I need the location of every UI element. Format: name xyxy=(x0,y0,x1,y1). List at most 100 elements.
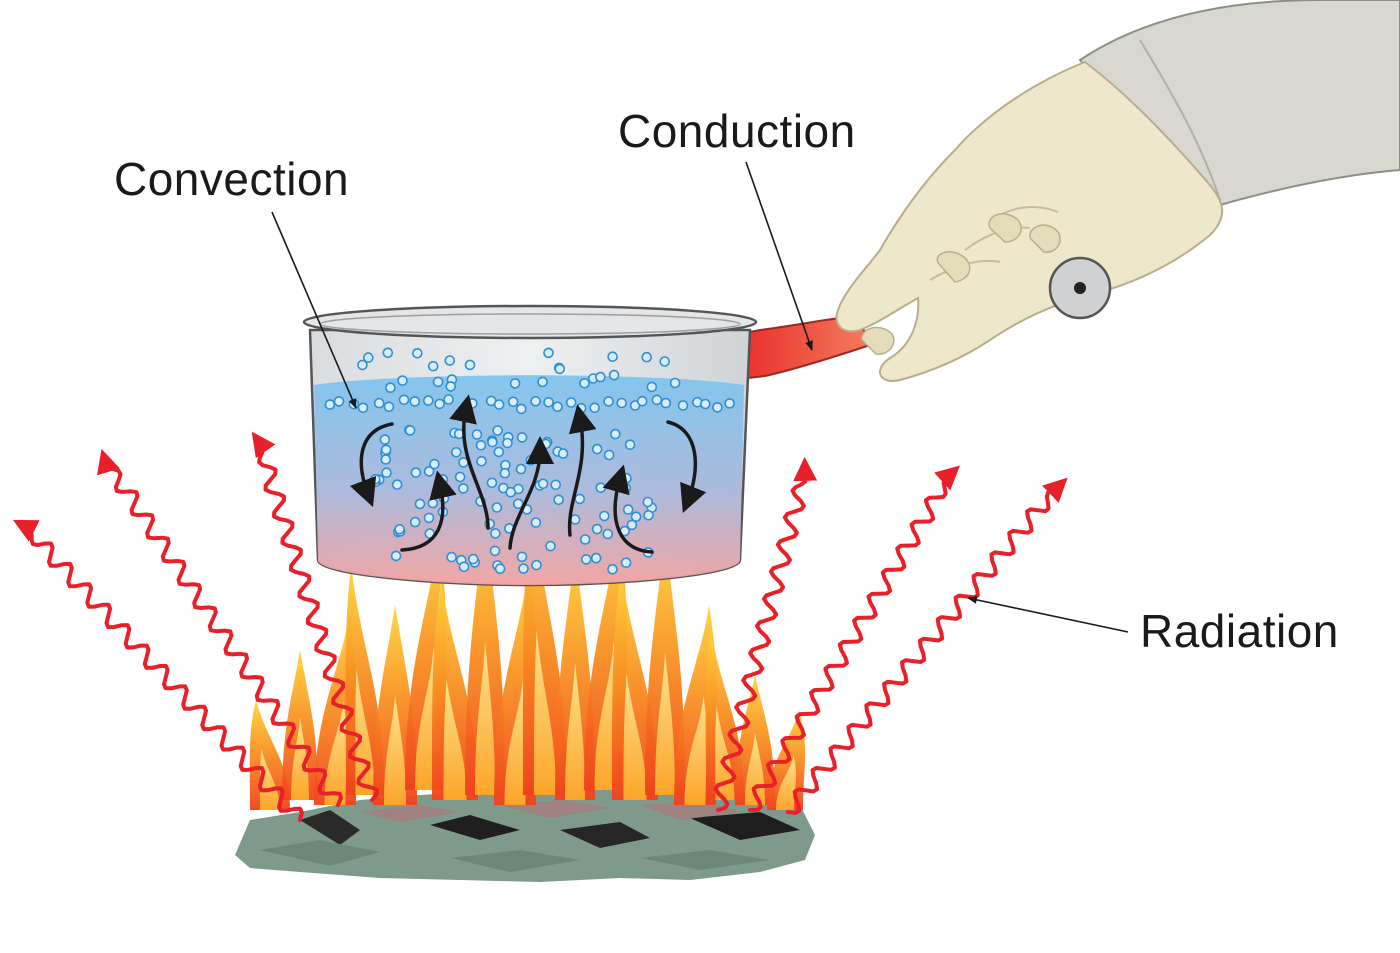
bubble xyxy=(590,552,602,564)
bubble xyxy=(509,378,521,389)
bubble xyxy=(540,438,552,450)
convection-arrow-icon xyxy=(349,422,394,508)
bubble xyxy=(432,376,444,388)
bubble xyxy=(494,563,506,575)
bubble xyxy=(646,381,658,393)
radiation-wave-icon xyxy=(96,448,343,807)
flame-core xyxy=(475,641,495,795)
bubble xyxy=(602,528,614,540)
bubble xyxy=(373,397,385,409)
bubble xyxy=(493,399,505,410)
bubble xyxy=(603,449,615,461)
bubble xyxy=(669,377,681,389)
radiation-leader xyxy=(967,595,1129,633)
conduction-label: Conduction xyxy=(618,105,856,157)
flame-core xyxy=(565,662,585,800)
radiation-wave-icon xyxy=(748,465,961,812)
bubble xyxy=(636,395,648,407)
bubble xyxy=(427,497,439,509)
bubble xyxy=(492,425,503,436)
radiation-waves xyxy=(12,431,1068,822)
bubble xyxy=(382,347,394,359)
bubble xyxy=(516,432,528,443)
bubble xyxy=(493,446,505,458)
convection-arrow-icon xyxy=(508,436,554,550)
bubble xyxy=(398,394,410,406)
bubble xyxy=(450,446,462,458)
bubble xyxy=(603,396,614,407)
bubble xyxy=(580,554,592,565)
flame-core xyxy=(259,749,280,810)
pot-rim xyxy=(302,304,758,340)
bubble xyxy=(724,398,735,409)
bubble xyxy=(598,510,610,522)
bubble xyxy=(712,402,723,413)
bubble xyxy=(489,545,501,557)
bubble xyxy=(620,482,632,494)
bubble xyxy=(467,398,478,409)
flame-core xyxy=(684,695,707,805)
bubble xyxy=(411,347,423,359)
flame-icon xyxy=(345,565,384,795)
bubble xyxy=(579,534,591,545)
bubble xyxy=(642,496,654,508)
saucepan xyxy=(302,304,872,587)
bubble xyxy=(550,479,562,491)
bubble xyxy=(458,561,470,573)
bubble xyxy=(324,399,336,410)
bubble xyxy=(394,523,405,535)
bubble xyxy=(471,429,483,440)
flame-core xyxy=(415,647,437,790)
bubble xyxy=(429,458,440,470)
bubble xyxy=(487,436,498,448)
bubble xyxy=(609,428,621,440)
bubble xyxy=(423,512,435,524)
bubble xyxy=(575,402,587,414)
bubble xyxy=(515,463,527,475)
coal-bed xyxy=(235,788,815,882)
bubble xyxy=(380,454,392,465)
bubble xyxy=(622,504,634,515)
bubble xyxy=(381,467,392,479)
leader-lines xyxy=(271,161,1129,633)
bubble xyxy=(525,454,537,466)
bubble xyxy=(589,402,600,414)
convection-arrow-icon xyxy=(449,394,490,530)
bubble xyxy=(557,448,569,459)
bubble xyxy=(518,563,529,574)
bubble xyxy=(624,439,636,451)
bubble xyxy=(434,398,445,410)
bubble xyxy=(414,498,426,510)
bubble xyxy=(608,369,620,381)
bubble xyxy=(620,557,632,569)
bubble xyxy=(512,498,524,510)
convection-arrow-icon xyxy=(400,470,457,552)
radiation-wave-icon xyxy=(12,519,304,822)
bubble xyxy=(333,396,345,407)
convection-arrow-icon xyxy=(602,464,654,554)
bubble xyxy=(383,401,395,413)
bubble xyxy=(454,471,466,483)
bubble xyxy=(659,356,671,367)
bubble xyxy=(531,559,542,571)
bubble xyxy=(467,553,479,565)
radiation-wave-icon xyxy=(786,477,1068,815)
bubble xyxy=(607,351,618,363)
bubble xyxy=(362,352,374,363)
convection-label: Convection xyxy=(114,153,350,205)
bubble xyxy=(552,401,563,413)
bubble xyxy=(357,359,368,371)
bubble xyxy=(565,397,577,408)
flame-core xyxy=(534,630,556,795)
bubble xyxy=(591,443,603,455)
bubble xyxy=(427,360,439,372)
bubble xyxy=(516,551,528,563)
bubble xyxy=(476,455,487,467)
bubble xyxy=(607,563,618,575)
bubble xyxy=(499,467,511,479)
bubble xyxy=(530,517,542,528)
bubble xyxy=(643,509,654,521)
bubble xyxy=(515,403,527,415)
convection-leader xyxy=(271,211,357,409)
